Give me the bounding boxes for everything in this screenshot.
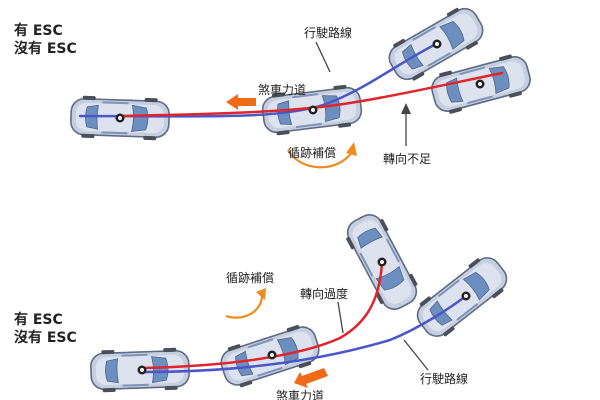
top-car-marker-icons	[115, 39, 485, 123]
bottom-path-with-esc	[140, 294, 468, 374]
bottom-brake-arrow-icon	[294, 368, 328, 388]
top-legend: 有 ESC 沒有 ESC	[14, 22, 77, 57]
bottom-compensation-arc-icon	[225, 295, 264, 319]
top-label-understeer: 轉向不足	[383, 151, 431, 166]
top-path-without-esc	[118, 71, 504, 118]
bottom-compensation-arrowhead-icon	[256, 288, 266, 300]
top-compensation-arrowhead-icon	[346, 142, 357, 156]
bottom-label-oversteer: 轉向過度	[300, 286, 348, 301]
top-brake-arrow-icon	[226, 94, 256, 110]
top-legend-without-esc: 沒有 ESC	[14, 40, 77, 57]
top-label-compensation: 循跡補償	[288, 145, 336, 160]
top-legend-with-esc: 有 ESC	[14, 22, 63, 39]
bottom-path-pointer	[403, 339, 429, 371]
top-label-brake: 煞車力道	[258, 83, 306, 97]
top-compensation-arc-icon	[287, 149, 353, 169]
bottom-panel: 有 ESC 沒有 ESC	[14, 208, 515, 400]
bottom-path-without-esc	[140, 260, 384, 370]
top-understeer-pointer-head-icon	[401, 103, 411, 114]
top-label-path: 行駛路線	[304, 25, 352, 40]
top-panel: 有 ESC 沒有 ESC	[14, 0, 535, 169]
bottom-legend: 有 ESC 沒有 ESC	[14, 311, 77, 346]
bottom-label-brake: 煞車力道	[276, 389, 324, 400]
bottom-label-path: 行駛路線	[420, 371, 468, 386]
bottom-legend-with-esc: 有 ESC	[14, 311, 63, 328]
bottom-label-compensation: 循跡補償	[226, 270, 274, 285]
bottom-car-marker-icons	[137, 257, 471, 375]
bottom-legend-without-esc: 沒有 ESC	[14, 329, 77, 346]
top-path-pointer	[315, 41, 331, 73]
bottom-oversteer-pointer	[337, 301, 344, 334]
